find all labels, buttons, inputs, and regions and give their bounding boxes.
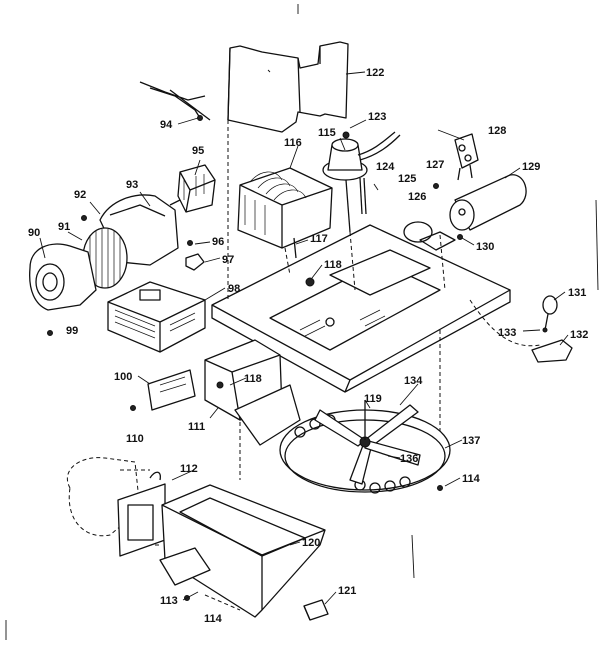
housing-111	[204, 339, 301, 446]
callout-119: 119	[364, 393, 382, 405]
frame-mark	[595, 199, 599, 291]
terminal-128	[454, 133, 479, 181]
callout-95: 95	[192, 145, 204, 157]
control-module-98	[107, 281, 206, 353]
callout-116: 116	[284, 137, 302, 149]
callout-131: 131	[568, 287, 586, 299]
callout-115: 115	[318, 127, 336, 139]
callout-124: 124	[376, 161, 395, 173]
switch-131-133	[531, 295, 573, 363]
callout-122: 122	[366, 67, 384, 79]
frame-mark	[411, 534, 415, 579]
fan-blade-134	[314, 400, 443, 491]
callout-134: 134	[404, 375, 423, 387]
motor-95	[169, 164, 216, 213]
chassis-base	[211, 224, 511, 393]
callout-94: 94	[160, 119, 173, 131]
callout-137: 137	[462, 435, 480, 447]
capacitor-129	[449, 174, 527, 231]
callout-97: 97	[222, 254, 234, 266]
callout-93: 93	[126, 179, 138, 191]
callout-96: 96	[212, 236, 224, 248]
callout-114-right: 114	[462, 473, 481, 485]
callout-121: 121	[338, 585, 356, 597]
callout-90: 90	[28, 227, 40, 239]
callout-labels: 90 91 92 93 94 95 96 97 98 99 100 110 11…	[28, 67, 588, 625]
clamp-126	[403, 183, 463, 243]
connector-121	[303, 599, 329, 621]
callout-125: 125	[398, 173, 416, 185]
callout-92: 92	[74, 189, 86, 201]
callout-leaders	[39, 69, 569, 605]
callout-118-lower: 118	[244, 373, 262, 385]
callout-133: 133	[498, 327, 516, 339]
transformer-116	[237, 167, 333, 259]
callout-112: 112	[180, 463, 198, 475]
callout-129: 129	[522, 161, 540, 173]
callout-114-bottom: 114	[204, 613, 223, 625]
hardware-96-97	[185, 240, 205, 271]
callout-126: 126	[408, 191, 426, 203]
callout-120: 120	[302, 537, 320, 549]
callout-100: 100	[114, 371, 132, 383]
wire-harness-94	[139, 81, 211, 125]
callout-128: 128	[488, 125, 506, 137]
callout-98: 98	[228, 283, 240, 295]
callout-136: 136	[400, 453, 418, 465]
top-panel-122	[227, 41, 366, 133]
callout-111: 111	[188, 421, 205, 433]
callout-99: 99	[66, 325, 78, 337]
blower-outlet-112	[67, 457, 166, 557]
base-tray-120	[161, 484, 326, 618]
callout-113: 113	[160, 595, 178, 607]
callout-117: 117	[310, 233, 328, 245]
alignment-lines	[120, 120, 541, 611]
callout-127: 127	[426, 159, 444, 171]
rod-124-125	[359, 177, 379, 215]
callout-130: 130	[476, 241, 494, 253]
callout-132: 132	[570, 329, 588, 341]
callout-91: 91	[58, 221, 70, 233]
bracket-100	[130, 369, 196, 411]
motor-115	[322, 119, 401, 233]
callout-118-top: 118	[324, 259, 342, 271]
callout-110: 110	[126, 433, 144, 445]
blower-scroll-90	[29, 243, 97, 336]
callout-123: 123	[368, 111, 386, 123]
